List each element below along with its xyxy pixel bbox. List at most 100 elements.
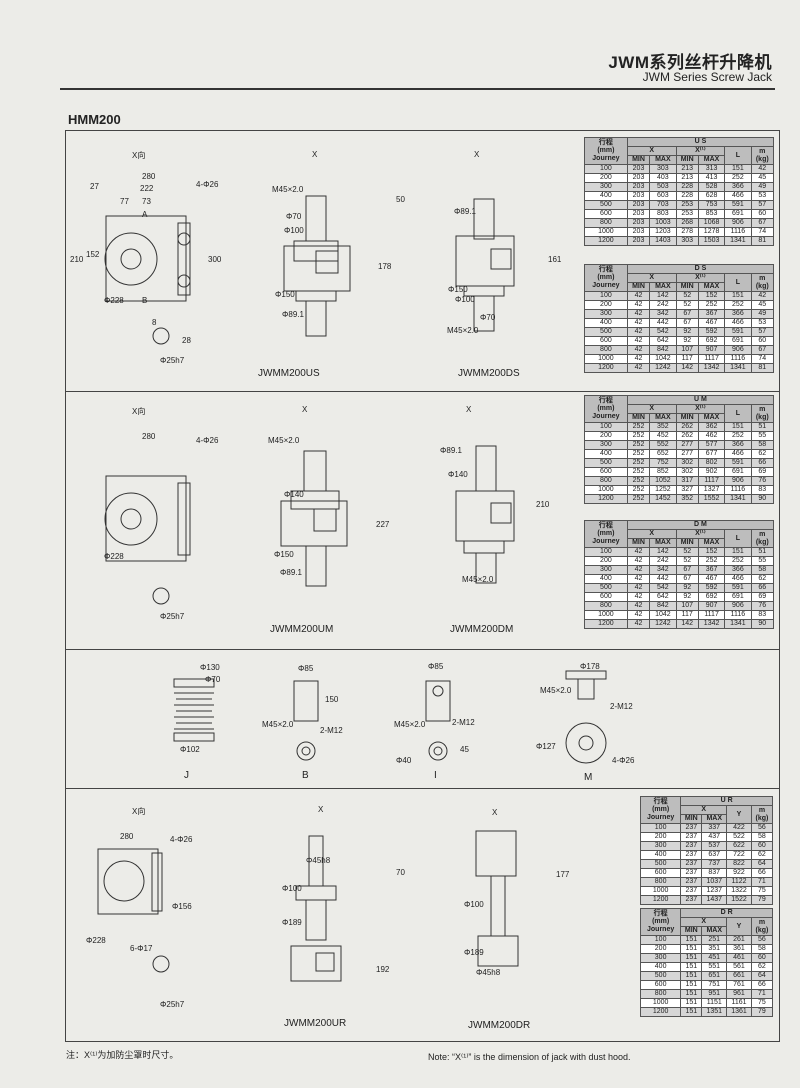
table-cell: 591 xyxy=(724,327,752,337)
table-cell: 551 xyxy=(701,962,728,972)
table-cell: 100 xyxy=(584,164,628,174)
table-cell: 652 xyxy=(649,449,677,459)
table-cell: 42 xyxy=(626,601,651,611)
table-cell: 71 xyxy=(750,989,774,999)
table-cell: 251 xyxy=(701,935,728,945)
table-cell: 906 xyxy=(724,601,752,611)
label: Φ100 xyxy=(464,900,484,909)
table-cell: 252 xyxy=(626,476,651,486)
caption-us: JWMM200US xyxy=(258,368,320,379)
table-cell: 703 xyxy=(649,200,677,210)
label: X向 xyxy=(132,807,146,816)
table-cell: 75 xyxy=(750,998,774,1008)
table-cell: 76 xyxy=(750,601,775,611)
label: Φ127 xyxy=(536,742,556,751)
label: 150 xyxy=(325,695,339,704)
table-cell: 752 xyxy=(649,458,677,468)
table-cell: 400 xyxy=(584,574,628,584)
label: Φ89.1 xyxy=(280,568,302,577)
table-cell: 351 xyxy=(701,944,728,954)
label: 28 xyxy=(182,336,191,345)
table-cell: 1117 xyxy=(697,354,726,364)
table-cell: 800 xyxy=(639,877,682,887)
table-cell: 691 xyxy=(724,209,752,219)
table-cell: 60 xyxy=(750,336,775,346)
table-header-cell: X xyxy=(680,917,728,927)
label: M45×2.0 xyxy=(262,720,294,729)
header-rule xyxy=(60,88,775,90)
table-header-cell: MAX xyxy=(697,282,726,292)
table-cell: 1042 xyxy=(649,610,677,620)
table-cell: 53 xyxy=(750,191,775,201)
table-cell: 352 xyxy=(675,494,699,504)
table-cell: 107 xyxy=(675,601,699,611)
mass-header: m(kg) xyxy=(750,529,775,548)
label: Φ189 xyxy=(464,948,484,957)
label: Φ40 xyxy=(396,756,412,765)
label: M45×2.0 xyxy=(268,436,300,445)
label: (mm) xyxy=(597,147,615,154)
table-cell: 237 xyxy=(680,859,703,869)
label: A xyxy=(142,210,148,219)
table-cell: 151 xyxy=(680,989,703,999)
table-cell: 237 xyxy=(680,895,703,905)
table-cell: 591 xyxy=(724,200,752,210)
table-cell: 252 xyxy=(626,431,651,441)
label: Φ228 xyxy=(104,296,124,305)
table-cell: 753 xyxy=(697,200,726,210)
table-cell: 552 xyxy=(649,440,677,450)
label: Journey xyxy=(592,413,620,420)
table-cell: 252 xyxy=(697,556,726,566)
table-cell: 907 xyxy=(697,601,726,611)
table-cell: 42 xyxy=(626,556,651,566)
table-cell: 1000 xyxy=(584,610,628,620)
table-cell: 253 xyxy=(675,209,699,219)
table-cell: 1003 xyxy=(649,218,677,228)
table-cell: 203 xyxy=(626,218,651,228)
table-header-cell: MIN xyxy=(680,814,703,824)
table-header-cell: Y xyxy=(726,805,752,824)
table-cell: 542 xyxy=(649,583,677,593)
table-header-cell: MAX xyxy=(701,926,728,936)
table-cell: 67 xyxy=(750,345,775,355)
table-cell: 803 xyxy=(649,209,677,219)
table-cell: 500 xyxy=(584,458,628,468)
table-cell: 1200 xyxy=(584,363,628,373)
table-cell: 591 xyxy=(724,583,752,593)
table-cell: 262 xyxy=(675,422,699,432)
label: M45×2.0 xyxy=(447,326,479,335)
table-cell: 907 xyxy=(697,345,726,355)
table-header-cell: X⁽¹⁾ xyxy=(675,146,726,156)
table-cell: 52 xyxy=(675,556,699,566)
table-cell: 366 xyxy=(724,309,752,319)
jack-us xyxy=(283,195,351,337)
table-header-cell: MIN xyxy=(626,538,651,548)
label: Φ100 xyxy=(284,226,304,235)
table-cell: 367 xyxy=(697,565,726,575)
table-cell: 92 xyxy=(675,327,699,337)
divider xyxy=(66,391,779,392)
table-cell: 400 xyxy=(639,962,682,972)
adapter-b xyxy=(293,680,319,761)
table-cell: 403 xyxy=(649,173,677,183)
table-title: U S xyxy=(626,137,775,147)
table-cell: 1341 xyxy=(724,494,752,504)
table-cell: 42 xyxy=(626,309,651,319)
table-cell: 100 xyxy=(639,935,682,945)
table-cell: 302 xyxy=(675,467,699,477)
label: 4-Φ26 xyxy=(170,835,193,844)
table-cell: 278 xyxy=(675,227,699,237)
label: Φ130 xyxy=(200,663,220,672)
table-cell: 117 xyxy=(675,354,699,364)
table-cell: 500 xyxy=(584,200,628,210)
